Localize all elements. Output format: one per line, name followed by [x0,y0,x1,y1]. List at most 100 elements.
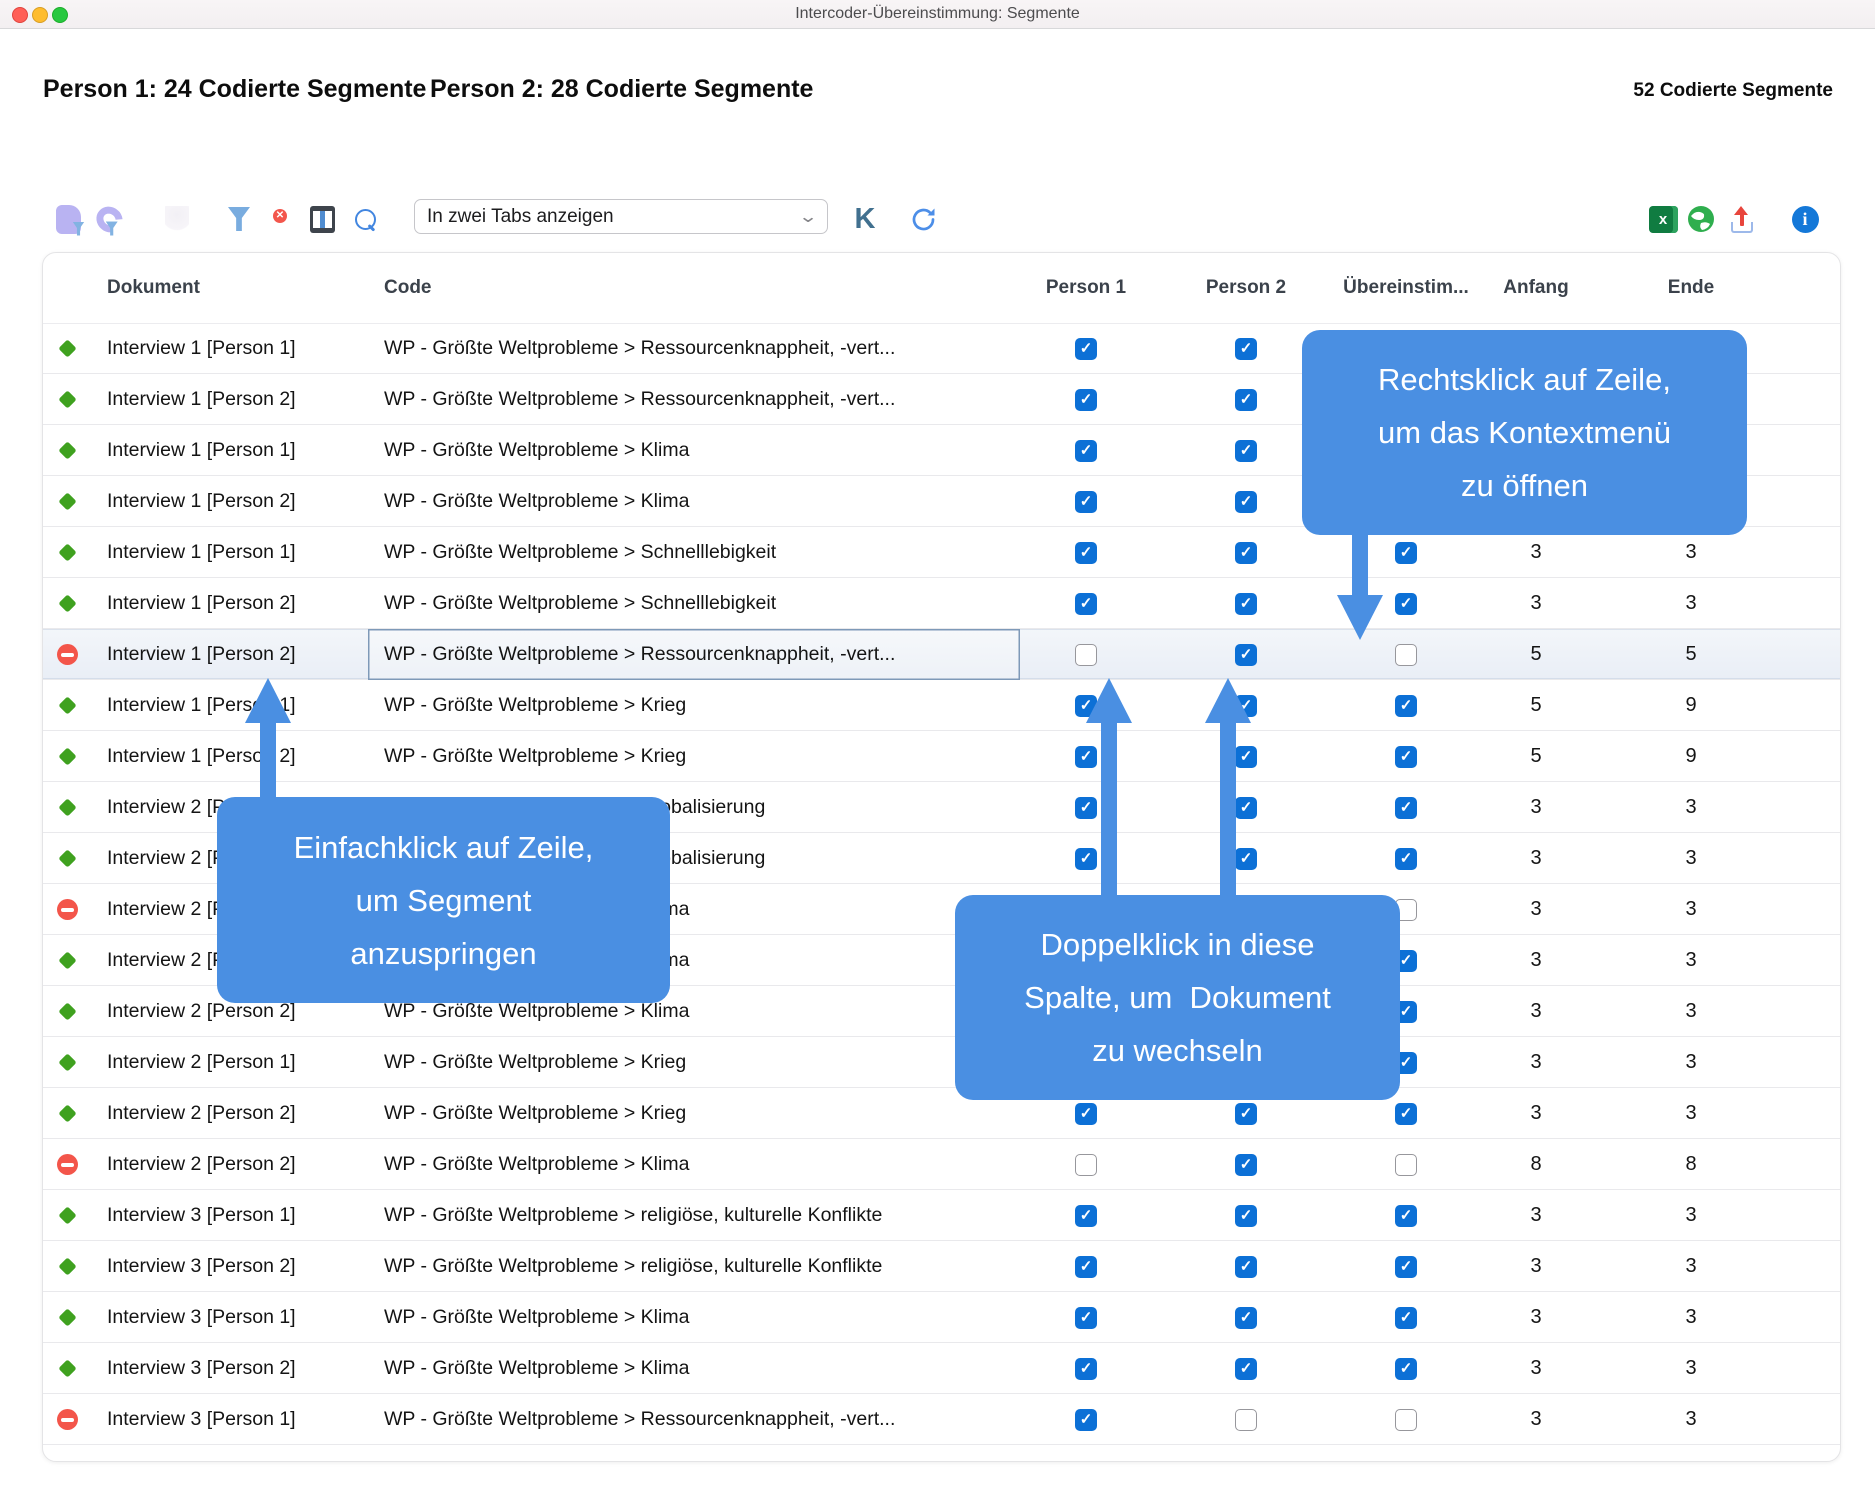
uebereinstimmung-checkbox[interactable] [1395,643,1417,666]
person2-checkbox[interactable]: ✓ [1235,643,1257,666]
person2-cell[interactable]: ✓ [1224,1292,1268,1343]
person1-checkbox[interactable]: ✓ [1075,592,1097,615]
person2-cell[interactable]: ✓ [1224,425,1268,476]
person2-cell[interactable]: ✓ [1224,476,1268,527]
person2-checkbox[interactable]: ✓ [1235,847,1257,870]
person1-checkbox[interactable]: ✓ [1075,1306,1097,1329]
person2-checkbox[interactable]: ✓ [1235,541,1257,564]
code-cell[interactable]: WP - Größte Weltprobleme > Schnelllebigk… [384,592,777,614]
person2-checkbox[interactable]: ✓ [1235,1255,1257,1278]
uebereinstimmung-checkbox[interactable]: ✓ [1395,1000,1417,1023]
person1-cell[interactable]: ✓ [1064,1088,1108,1139]
person1-checkbox[interactable]: ✓ [1075,541,1097,564]
uebereinstimmung-checkbox[interactable]: ✓ [1395,541,1417,564]
close-button[interactable] [12,7,28,23]
uebereinstimmung-checkbox[interactable] [1395,1153,1417,1176]
person2-cell[interactable]: ✓ [1224,833,1268,884]
uebereinstimmung-cell[interactable]: ✓ [1384,680,1428,731]
table-row[interactable]: Interview 2 [Person 1]WP - Größte Weltpr… [43,1037,1840,1088]
person1-checkbox[interactable]: ✓ [1075,1408,1097,1431]
document-cell[interactable]: Interview 1 [Person 1] [107,337,296,359]
person1-checkbox[interactable]: ✓ [1075,847,1097,870]
column-header-uebereinstimmung[interactable]: Übereinstim... [1343,277,1469,298]
uebereinstimmung-cell[interactable] [1384,629,1428,680]
person2-cell[interactable]: ✓ [1224,1139,1268,1190]
uebereinstimmung-checkbox[interactable]: ✓ [1395,694,1417,717]
table-row[interactable]: Interview 1 [Person 1] WP - Größte Weltpr… [43,323,1840,374]
table-row[interactable]: Interview 1 [Person 1]WP - Größte Weltpr… [43,527,1840,578]
person1-checkbox[interactable]: ✓ [1075,796,1097,819]
person1-cell[interactable]: ✓ [1064,731,1108,782]
person1-checkbox[interactable] [1075,1153,1097,1176]
document-cell[interactable]: Interview 1 [Person 2] [107,592,296,614]
table-row[interactable]: Interview 1 [Person 2]WP - Größte Weltpr… [43,731,1840,782]
column-header-person2[interactable]: Person 2 [1205,277,1287,298]
person2-cell[interactable]: ✓ [1224,782,1268,833]
document-cell[interactable]: Interview 3 [Person 2] [107,1255,296,1277]
remove-filter-button[interactable]: ✕ [268,196,294,242]
document-filter-button[interactable] [53,196,85,242]
filter-button[interactable] [227,196,251,242]
person2-cell[interactable]: ✓ [1224,323,1268,374]
person2-checkbox[interactable]: ✓ [1235,745,1257,768]
person1-cell[interactable]: ✓ [1064,1343,1108,1394]
table-view-button[interactable] [309,196,336,242]
uebereinstimmung-checkbox[interactable]: ✓ [1395,745,1417,768]
person1-cell[interactable]: ✓ [1064,527,1108,578]
uebereinstimmung-checkbox[interactable]: ✓ [1395,1204,1417,1227]
table-row[interactable]: Interview 3 [Person 2]WP - Größte Weltpr… [43,1343,1840,1394]
document-cell[interactable]: Interview 2 [Person 2] [107,1102,296,1124]
document-cell[interactable]: Interview 1 [Person 1] [107,439,296,461]
code-cell[interactable]: WP - Größte Weltprobleme > Klima [384,1306,690,1328]
code-cell[interactable]: WP - Größte Weltprobleme > Ressourcenkna… [368,629,1020,680]
code-cell[interactable]: WP - Größte Weltprobleme > Klima [384,1153,690,1175]
person2-cell[interactable]: ✓ [1224,1088,1268,1139]
person2-checkbox[interactable]: ✓ [1235,337,1257,360]
uebereinstimmung-checkbox[interactable]: ✓ [1395,949,1417,972]
person2-checkbox[interactable]: ✓ [1235,1102,1257,1125]
uebereinstimmung-cell[interactable]: ✓ [1384,1343,1428,1394]
person1-checkbox[interactable]: ✓ [1075,1255,1097,1278]
person1-checkbox[interactable] [1075,643,1097,666]
code-cell[interactable]: WP - Größte Weltprobleme > Ressourcenkna… [384,388,896,410]
person2-checkbox[interactable]: ✓ [1235,1357,1257,1380]
person2-checkbox[interactable]: ✓ [1235,796,1257,819]
code-cell[interactable]: WP - Größte Weltprobleme > Klima [384,490,690,512]
person1-cell[interactable]: ✓ [1064,374,1108,425]
person1-cell[interactable] [1064,1139,1108,1190]
column-header-ende[interactable]: Ende [1667,277,1715,298]
search-button[interactable] [352,196,378,242]
uebereinstimmung-checkbox[interactable]: ✓ [1395,1102,1417,1125]
person2-cell[interactable]: ✓ [1224,374,1268,425]
code-cell[interactable]: WP - Größte Weltprobleme > Schnelllebigk… [384,541,777,563]
person2-checkbox[interactable]: ✓ [1235,490,1257,513]
coded-segments-filter-button[interactable] [90,196,128,242]
info-button[interactable]: i [1791,196,1819,242]
code-cell[interactable]: WP - Größte Weltprobleme > Ressourcenkna… [384,337,896,359]
document-cell[interactable]: Interview 2 [Person 2] [107,1000,296,1022]
table-row[interactable]: Interview 2 [Person 2] WP - Größte Weltpr… [43,1139,1840,1190]
html-export-button[interactable] [1687,196,1715,242]
document-cell[interactable]: Interview 1 [Person 2] [107,388,296,410]
code-cell[interactable]: WP - Größte Weltprobleme > religiöse, ku… [384,1255,883,1277]
kappa-button[interactable]: K [850,196,880,242]
person2-checkbox[interactable] [1235,1408,1257,1431]
table-row[interactable]: Interview 3 [Person 2] WP - Größte Weltpr… [43,1241,1840,1292]
upload-export-button[interactable] [1728,196,1754,242]
person2-cell[interactable]: ✓ [1224,527,1268,578]
refresh-button[interactable] [908,196,938,242]
code-cell[interactable]: WP - Größte Weltprobleme > religiöse, ku… [384,1204,883,1226]
document-cell[interactable]: Interview 2 [Person 2] [107,1153,296,1175]
person2-checkbox[interactable]: ✓ [1235,1153,1257,1176]
person1-cell[interactable]: ✓ [1064,782,1108,833]
table-row[interactable]: Interview 1 [Person 2] WP - Größte Weltpr… [43,374,1840,425]
person1-cell[interactable]: ✓ [1064,833,1108,884]
column-header-dokument[interactable]: Dokument [107,277,200,298]
uebereinstimmung-checkbox[interactable] [1395,1408,1417,1431]
column-header-person1[interactable]: Person 1 [1045,277,1127,298]
uebereinstimmung-cell[interactable]: ✓ [1384,578,1428,629]
person2-checkbox[interactable]: ✓ [1235,592,1257,615]
uebereinstimmung-cell[interactable] [1384,1139,1428,1190]
table-row[interactable]: Interview 3 [Person 1]WP - Größte Weltpr… [43,1190,1840,1241]
table-row[interactable]: Interview 1 [Person 1]WP - Größte Weltpr… [43,425,1840,476]
